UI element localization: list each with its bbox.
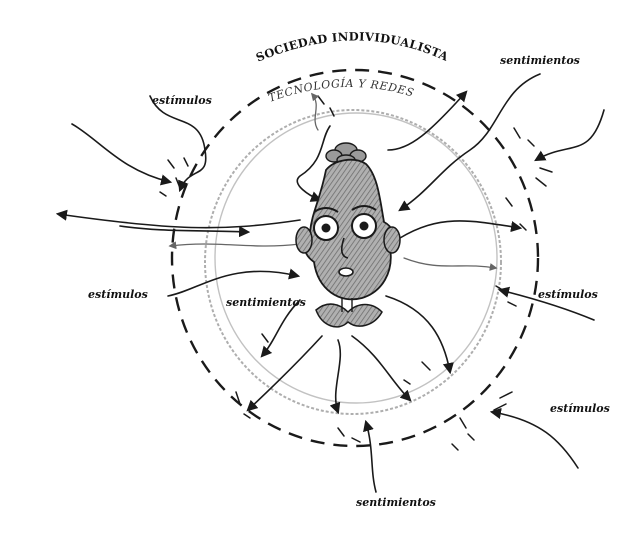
collar bbox=[316, 304, 382, 327]
outer-ring-label: SOCIEDAD INDIVIDUALISTA bbox=[254, 29, 451, 64]
arrows-outgoing bbox=[58, 92, 520, 412]
label-estimulos-bottom-right: estímulos bbox=[550, 402, 610, 415]
mouth bbox=[339, 268, 353, 276]
label-estimulos-right: estímulos bbox=[538, 288, 598, 301]
label-estimulos-left: estímulos bbox=[88, 288, 148, 301]
left-ear bbox=[296, 227, 312, 253]
label-sentimientos-center: sentimientos bbox=[226, 296, 306, 309]
right-ear bbox=[384, 227, 400, 253]
label-sentimientos-top-right: sentimientos bbox=[500, 54, 580, 67]
inner-ring-label: TECNOLOGÍA Y REDES bbox=[267, 76, 416, 105]
label-sentimientos-bottom: sentimientos bbox=[356, 496, 436, 509]
central-figure bbox=[296, 143, 400, 327]
label-estimulos-top-left: estímulos bbox=[152, 94, 212, 107]
